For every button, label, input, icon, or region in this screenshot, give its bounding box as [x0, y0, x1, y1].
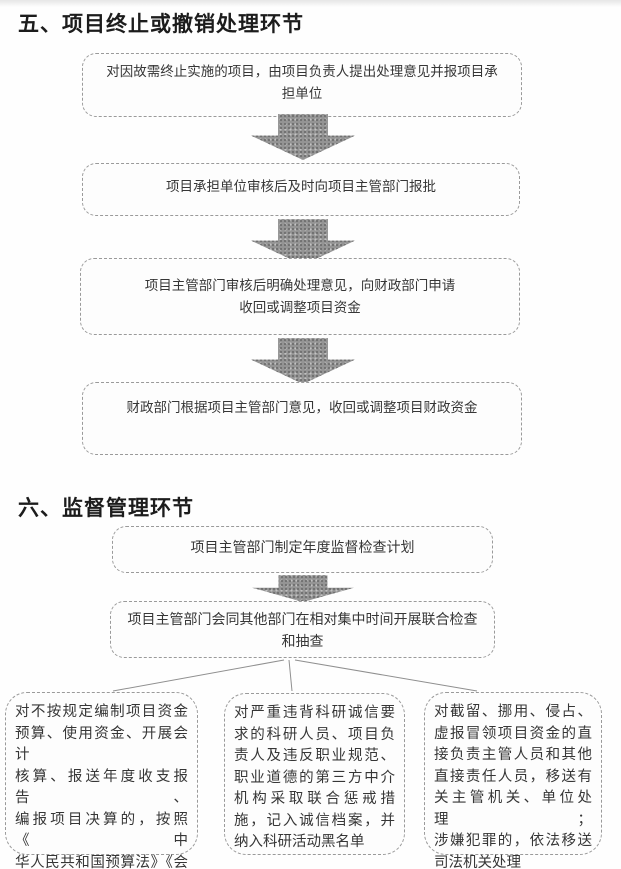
down-arrow-icon-3 [251, 338, 355, 384]
branch-box-integrity-violations: 对严重违背科研诚信要求的科研人员、项目负责人及违反职业规范、职业道德的第三方中介… [224, 693, 405, 855]
section-termination-title: 五、项目终止或撤销处理环节 [18, 13, 304, 36]
flow-box-supervision-2: 项目主管部门会同其他部门在相对集中时间开展联合检查和抽查 [110, 601, 495, 658]
flow-box-termination-2: 项目承担单位审核后及时向项目主管部门报批 [82, 163, 520, 216]
flow-box-termination-3: 项目主管部门审核后明确处理意见，向财政部门申请收回或调整项目资金 [80, 258, 520, 335]
branch-box-fund-misuse: 对截留、挪用、侵占、虚报冒领项目资金的直接负责主管人员和其他直接责任人员，移送有… [424, 692, 602, 869]
down-arrow-icon-4 [252, 575, 354, 602]
down-arrow-icon-1 [251, 114, 355, 160]
branch-box-budget-violations: 对不按规定编制项目资金预算、使用资金、开展会计核算、报送年度收支报告、编报项目决… [5, 692, 198, 869]
section-supervision-title: 六、监督管理环节 [18, 497, 194, 520]
flow-box-supervision-1: 项目主管部门制定年度监督检查计划 [112, 526, 493, 573]
flow-box-termination-4: 财政部门根据项目主管部门意见，收回或调整项目财政资金 [82, 382, 522, 455]
flow-box-termination-1: 对因故需终止实施的项目，由项目负责人提出处理意见并报项目承担单位 [82, 53, 522, 117]
